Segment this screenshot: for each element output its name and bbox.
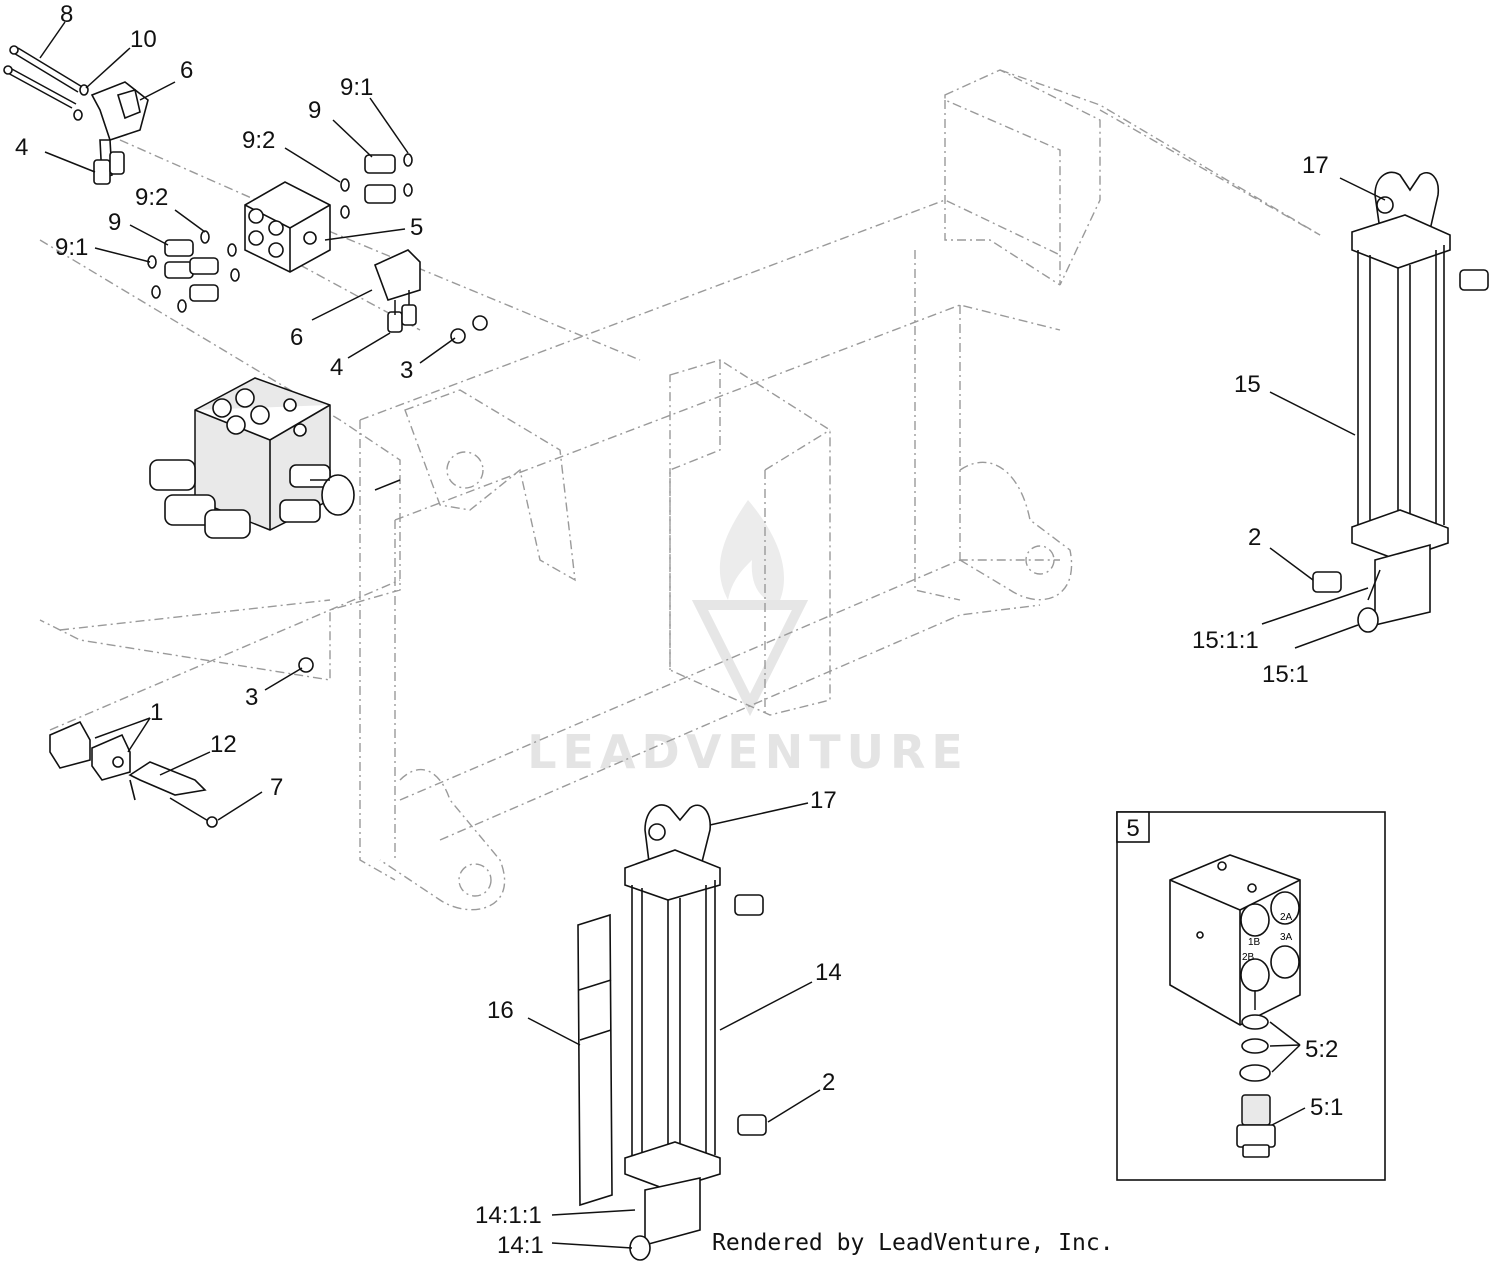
callout-17-right: 17: [1302, 152, 1329, 179]
callout-14-1-1: 14:1:1: [475, 1202, 542, 1229]
callout-16: 16: [487, 997, 514, 1024]
callout-2-right: 2: [1248, 524, 1261, 551]
port-label-3a: 3A: [1280, 932, 1293, 943]
callout-6-lower: 6: [290, 324, 303, 351]
watermark-text: LEADVENTURE: [527, 725, 969, 779]
control-valve-bank: [149, 377, 401, 539]
callout-12: 12: [210, 731, 237, 758]
inset-tag: 5: [1126, 815, 1139, 842]
bracket-top: [3, 45, 149, 185]
callout-8: 8: [60, 1, 73, 28]
callout-labels: 8 10 6 9:1 9 9:2 4 9:2 9 5 9:1 6 4 3 17 …: [15, 1, 1343, 1259]
port-label-2b: 2B: [1242, 952, 1255, 963]
hose-clamp-assembly: [49, 720, 218, 828]
callout-4-top: 4: [15, 134, 28, 161]
inset-detail-5: 5 1B 2A 3A 2B: [1116, 811, 1386, 1181]
manifold-block: [244, 181, 331, 273]
callout-6-top: 6: [180, 57, 193, 84]
callout-9-2-left: 9:2: [135, 184, 168, 211]
callout-9-1-left: 9:1: [55, 234, 88, 261]
callout-10: 10: [130, 26, 157, 53]
callout-14-1: 14:1: [497, 1232, 544, 1259]
render-credit: Rendered by LeadVenture, Inc.: [712, 1230, 1114, 1256]
callout-2-bottom: 2: [822, 1069, 835, 1096]
callout-3-top: 3: [400, 357, 413, 384]
inset-tag-box: [1116, 811, 1150, 843]
callout-9-top: 9: [308, 97, 321, 124]
fittings: [147, 153, 413, 313]
frame-ghost: [39, 69, 1321, 911]
callout-9-left: 9: [108, 209, 121, 236]
callout-17-bottom: 17: [810, 787, 837, 814]
callout-5-1: 5:1: [1310, 1094, 1343, 1121]
port-label-2a: 2A: [1280, 912, 1293, 923]
callout-15: 15: [1234, 371, 1261, 398]
callout-1: 1: [150, 699, 163, 726]
callout-9-2-top: 9:2: [242, 127, 275, 154]
bracket-lower: [298, 249, 488, 673]
port-label-1b: 1B: [1248, 937, 1261, 948]
callout-5: 5: [410, 214, 423, 241]
callout-7: 7: [270, 774, 283, 801]
watermark-v-icon: [691, 600, 809, 717]
callout-15-1: 15:1: [1262, 661, 1309, 688]
hydraulic-cylinder-15: [1312, 171, 1489, 633]
leader-lines: [39, 21, 1386, 1249]
watermark-flame-icon: [719, 500, 785, 605]
callout-9-1-top: 9:1: [340, 74, 373, 101]
watermark: LEADVENTURE: [527, 500, 969, 779]
hydraulic-cylinder-14: [577, 804, 767, 1261]
callout-5-2: 5:2: [1305, 1036, 1338, 1063]
callout-4-lower: 4: [330, 354, 343, 381]
callout-15-1-1: 15:1:1: [1192, 627, 1259, 654]
callout-14: 14: [815, 959, 842, 986]
callout-3-lower: 3: [245, 684, 258, 711]
